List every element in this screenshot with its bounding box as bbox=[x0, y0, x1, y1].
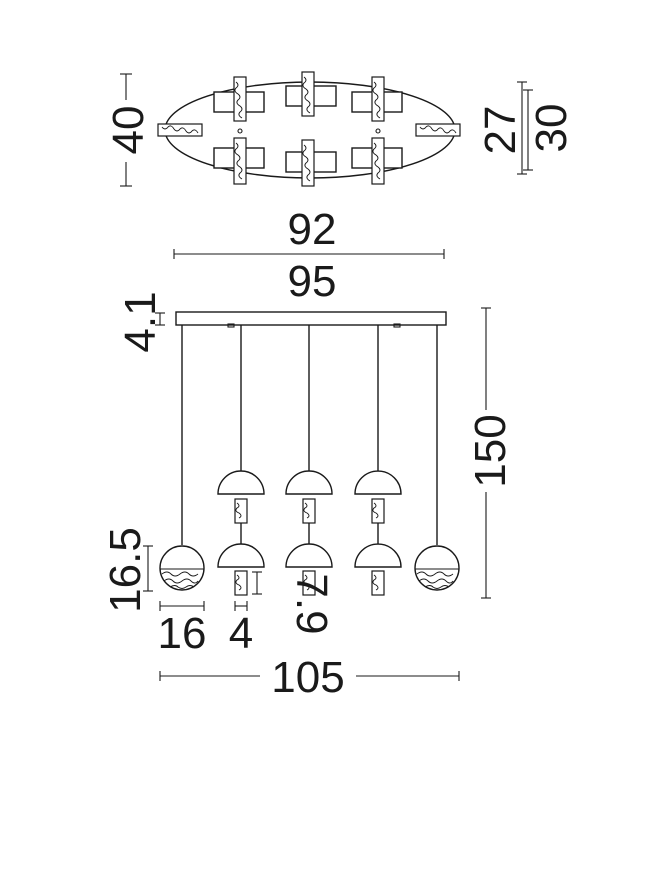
dim-label-40: 40 bbox=[104, 106, 153, 155]
front-view: 150 16.5 7.9 16 4 bbox=[101, 307, 515, 702]
dim-label-4-1: 4.1 bbox=[116, 291, 165, 352]
dim-crystal-height: 7.9 bbox=[252, 571, 336, 635]
dim-drop-height: 150 bbox=[466, 307, 515, 599]
dim-globe-height: 16.5 bbox=[101, 527, 153, 613]
dim-label-7-9: 7.9 bbox=[287, 573, 336, 634]
dim-label-105: 105 bbox=[271, 653, 344, 702]
lower-shades bbox=[217, 543, 402, 596]
dim-top-depths: 27 30 bbox=[476, 81, 576, 175]
dim-label-30: 30 bbox=[527, 104, 576, 153]
canopy bbox=[175, 311, 447, 326]
dim-label-16-5: 16.5 bbox=[101, 527, 150, 613]
dim-label-27: 27 bbox=[476, 106, 525, 155]
dim-total-width: 105 bbox=[159, 652, 460, 702]
upper-shades bbox=[217, 470, 402, 524]
dim-label-16: 16 bbox=[158, 609, 207, 658]
globes bbox=[159, 545, 460, 591]
dim-label-4: 4 bbox=[229, 609, 253, 658]
dim-crystal-width: 4 bbox=[229, 601, 253, 658]
dim-canopy-lengths: 92 95 bbox=[173, 205, 445, 306]
top-view-crystals bbox=[157, 71, 461, 187]
dim-canopy-height: 4.1 bbox=[116, 291, 165, 353]
dim-label-95: 95 bbox=[288, 257, 337, 306]
dim-label-150: 150 bbox=[466, 414, 515, 487]
suspension-cables bbox=[181, 325, 438, 545]
top-view: 40 27 30 bbox=[104, 71, 576, 187]
dim-label-92: 92 bbox=[288, 205, 337, 254]
dim-globe-diameter: 16 bbox=[158, 601, 207, 658]
dim-top-height: 40 bbox=[104, 73, 153, 187]
